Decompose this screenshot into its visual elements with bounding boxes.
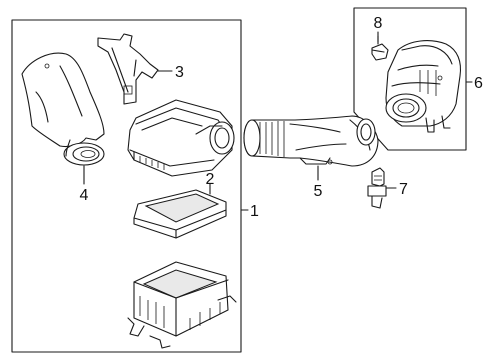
intake-tube-part-5	[243, 115, 379, 167]
outlet-duct-part-4	[21, 52, 105, 166]
plug-part-8	[371, 35, 389, 61]
callout-4: 4	[80, 187, 89, 204]
callout-3: 3	[175, 64, 184, 81]
air-cleaner-cover	[127, 99, 235, 177]
callout-8: 8	[374, 15, 383, 32]
callout-5: 5	[314, 183, 323, 200]
resonator-part-6	[385, 40, 462, 133]
bracket-part-3	[97, 33, 159, 105]
sensor-part-7	[367, 167, 387, 209]
callout-1: 1	[250, 203, 259, 220]
resonator-assembly-frame	[353, 7, 467, 151]
callout-2: 2	[206, 171, 215, 188]
callout-6: 6	[474, 75, 483, 92]
air-cleaner-lower-housing	[127, 261, 237, 349]
filter-element-part-2	[133, 189, 227, 239]
air-cleaner-assembly-frame	[11, 19, 242, 353]
callout-7: 7	[399, 181, 408, 198]
